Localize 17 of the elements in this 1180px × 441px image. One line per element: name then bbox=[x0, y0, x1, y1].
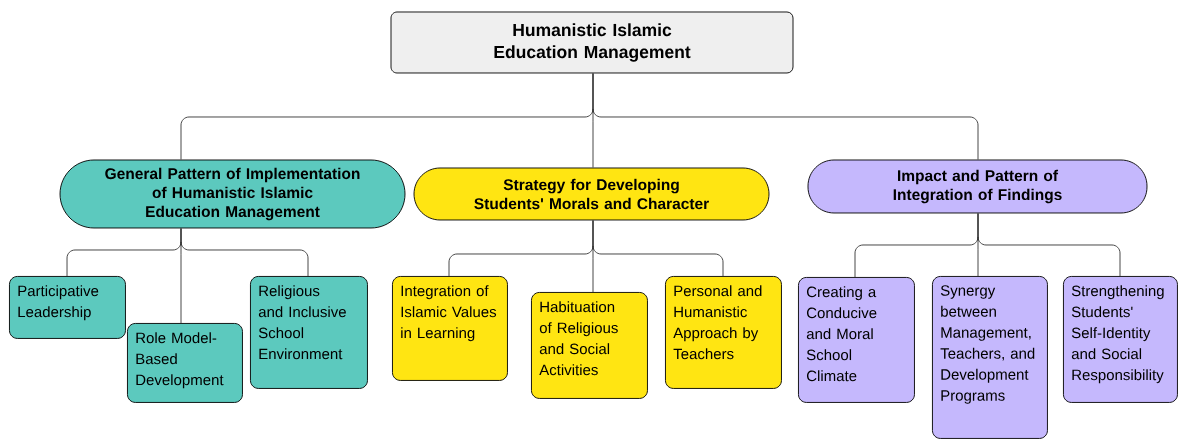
connector bbox=[592, 220, 724, 277]
item-box: Integration of Islamic Values in Learning bbox=[392, 276, 508, 381]
connector bbox=[977, 213, 1121, 277]
connector bbox=[592, 73, 979, 160]
category-pill: Impact and Pattern of Integration of Findings bbox=[807, 159, 1148, 214]
item-box: Personal and Humanistic Approach by Teachers bbox=[665, 276, 782, 389]
item-box: Creating a Conducive and Moral School Climate bbox=[798, 277, 915, 403]
item-box: Role Model-Based Development bbox=[127, 323, 243, 403]
item-box: Synergy between Management, Teachers, and Development Programs bbox=[932, 276, 1048, 439]
title-box: Humanistic Islamic Education Management bbox=[390, 11, 794, 74]
item-box: Habituation of Religious and Social Activities bbox=[531, 292, 648, 399]
connector bbox=[180, 228, 309, 277]
category-pill: General Pattern of Implementation of Humanistic Islamic Education Management bbox=[59, 159, 406, 229]
item-box: Strengthening Students' Self-Identity and Social Responsibility bbox=[1063, 276, 1178, 403]
category-pill: Strategy for Developing Students' Morals and Character bbox=[413, 167, 770, 221]
item-box: Participative Leadership bbox=[9, 276, 126, 339]
item-box: Religious and Inclusive School Environment bbox=[250, 276, 368, 389]
